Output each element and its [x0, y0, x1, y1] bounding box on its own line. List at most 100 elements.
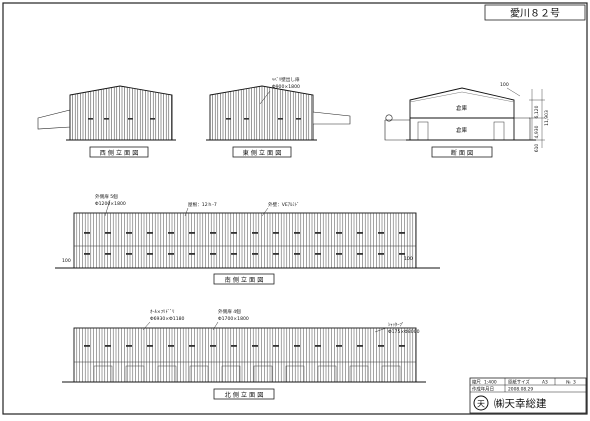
window-mark: [357, 253, 363, 255]
window-mark: [315, 345, 321, 347]
north-note-shutter-size: Φ175×Φ8000: [388, 329, 420, 335]
window-mark: [210, 232, 216, 234]
window-mark: [150, 118, 155, 120]
west-label: 西 側 立 面 図: [100, 149, 139, 157]
section-dim-top: 100: [500, 82, 509, 88]
south-note-doors-size: Φ1200×1800: [95, 201, 126, 207]
window-mark: [189, 232, 195, 234]
south-note-roof: 屋根：12ｈ-7: [188, 201, 217, 208]
window-mark: [105, 253, 111, 255]
window-mark: [84, 232, 90, 234]
sheet-border: [2, 2, 588, 415]
company-name: ㈱天幸総建: [494, 397, 547, 410]
window-mark: [126, 345, 132, 347]
window-mark: [336, 345, 342, 347]
window-mark: [315, 253, 321, 255]
north-note-windows: ｵｰﾙ×ﾌﾘﾄﾞﾞﾘ: [150, 308, 175, 315]
north-label-box: [213, 388, 275, 400]
window-mark: [336, 232, 342, 234]
window-mark: [296, 118, 301, 120]
window-mark: [231, 253, 237, 255]
window-mark: [252, 253, 258, 255]
east-label: 東 側 立 面 図: [243, 149, 282, 157]
window-mark: [126, 253, 132, 255]
window-mark: [378, 232, 384, 234]
section-dim-ground: 610: [534, 144, 540, 153]
section-dim-a: 6,120: [534, 105, 540, 118]
window-mark: [147, 232, 153, 234]
window-mark: [315, 232, 321, 234]
north-elevation: [62, 321, 426, 383]
section-view: [384, 87, 545, 148]
window-mark: [84, 345, 90, 347]
section-dim-b: 4,930: [534, 125, 540, 138]
window-mark: [128, 118, 133, 120]
window-mark: [252, 232, 258, 234]
west-elevation: [37, 85, 176, 141]
window-mark: [231, 345, 237, 347]
north-note-windows-size: Φ6930×Φ1180: [150, 316, 185, 322]
window-mark: [189, 345, 195, 347]
window-mark: [104, 118, 109, 120]
sheet-label: №: [566, 380, 571, 386]
drawing-number-box: 愛川８２号: [484, 4, 586, 21]
window-mark: [105, 232, 111, 234]
window-mark: [210, 345, 216, 347]
window-mark: [357, 345, 363, 347]
window-mark: [294, 253, 300, 255]
paper-label: 原紙サイズ: [508, 379, 530, 386]
sheet-value: 3: [573, 380, 576, 386]
section-room-lower: 倉庫: [456, 126, 468, 134]
window-mark: [336, 253, 342, 255]
window-mark: [88, 118, 93, 120]
window-mark: [84, 253, 90, 255]
window-mark: [147, 253, 153, 255]
window-mark: [252, 345, 258, 347]
drawing-number: 愛川８２号: [510, 7, 560, 20]
company-logo-char: 天: [477, 400, 485, 409]
window-mark: [168, 345, 174, 347]
window-mark: [294, 232, 300, 234]
scale-value: 1:400: [484, 380, 497, 386]
north-label: 北 側 立 面 図: [225, 391, 264, 399]
south-note-wall: 外壁：VEｱﾙﾐﾄﾞ: [268, 201, 299, 208]
section-label: 断 面 図: [451, 149, 474, 157]
south-dim-left: 100: [62, 258, 71, 264]
west-label-box: [89, 146, 149, 158]
window-mark: [378, 345, 384, 347]
date-value: 2008.08.29: [508, 387, 533, 393]
window-mark: [278, 118, 283, 120]
paper-value: A3: [542, 380, 548, 386]
window-mark: [126, 232, 132, 234]
north-note-doors: 外側扉 4個: [218, 308, 241, 315]
east-elevation: [206, 85, 351, 141]
east-note-door: ﾍﾍﾞﾘ壁出し扉: [272, 76, 300, 83]
scale-label: 縮尺: [472, 379, 481, 386]
section-room-upper: 倉庫: [456, 104, 468, 112]
north-note-shutter: ｼｬｯﾀｰﾌﾟ: [388, 321, 404, 328]
window-mark: [273, 232, 279, 234]
section-dim-total: 11,903: [544, 110, 550, 126]
window-mark: [399, 253, 405, 255]
window-mark: [378, 253, 384, 255]
window-mark: [147, 345, 153, 347]
window-mark: [189, 253, 195, 255]
east-label-box: [232, 146, 292, 158]
window-mark: [168, 253, 174, 255]
window-mark: [273, 345, 279, 347]
north-note-doors-size: Φ1700×1800: [218, 316, 249, 322]
window-mark: [105, 345, 111, 347]
window-mark: [399, 345, 405, 347]
south-label: 南 側 立 面 図: [225, 276, 264, 284]
window-mark: [294, 345, 300, 347]
east-note-size: Φ900×1800: [272, 84, 300, 90]
date-label: 作成年月日: [472, 386, 494, 393]
section-label-box: [431, 146, 493, 158]
window-mark: [231, 232, 237, 234]
window-mark: [357, 232, 363, 234]
south-elevation: [55, 199, 440, 269]
south-label-box: [213, 273, 275, 285]
window-mark: [168, 232, 174, 234]
